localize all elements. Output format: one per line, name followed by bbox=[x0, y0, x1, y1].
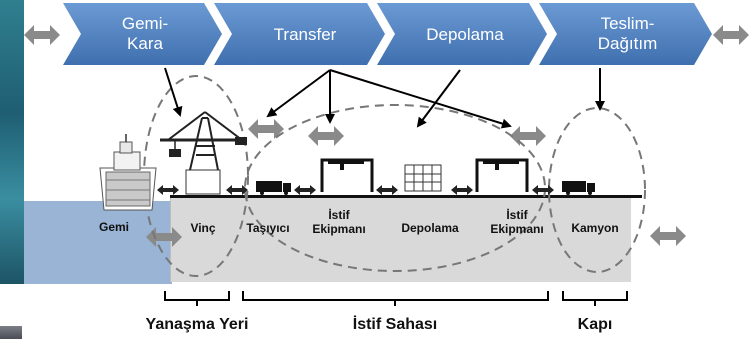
pointer-arrows bbox=[164, 67, 605, 129]
label-istif-ekipmani-1: İstif Ekipmanı bbox=[304, 208, 374, 236]
double-arrow-icon bbox=[157, 185, 179, 195]
label-line: Ekipmanı bbox=[490, 222, 544, 236]
crane-icon bbox=[160, 111, 247, 195]
chevron-gemi-kara bbox=[63, 3, 222, 65]
double-arrow-icon bbox=[451, 185, 473, 195]
double-arrow-icon bbox=[308, 126, 344, 146]
sea-photo-strip bbox=[0, 0, 24, 284]
step-label-line: Kara bbox=[127, 34, 163, 53]
zone-label-kapi: Kapı bbox=[577, 316, 613, 333]
chevron-transfer bbox=[214, 3, 385, 65]
water-area bbox=[24, 201, 172, 284]
step-label-line: Transfer bbox=[273, 25, 337, 44]
double-arrow-icon bbox=[146, 227, 182, 247]
chevron-depolama bbox=[377, 3, 547, 65]
double-arrow-icon bbox=[294, 185, 316, 195]
container-stack-icon bbox=[404, 164, 442, 192]
step-label-transfer: Transfer bbox=[240, 25, 370, 45]
step-label-line: Gemi- bbox=[121, 14, 169, 33]
zone-brackets bbox=[164, 291, 628, 306]
quay-edge bbox=[170, 195, 642, 198]
label-tasiyici: Taşıyıcı bbox=[246, 221, 290, 235]
step-label-teslim-dagitim: Teslim- Dağıtım bbox=[560, 14, 695, 54]
step-label-depolama: Depolama bbox=[400, 25, 530, 45]
double-arrow-icon bbox=[24, 25, 60, 45]
zone-label-istif-sahasi: İstif Sahası bbox=[352, 316, 438, 333]
step-label-line: Dağıtım bbox=[597, 34, 658, 53]
truck-icon bbox=[256, 181, 291, 195]
label-line: İstif bbox=[506, 208, 528, 222]
label-line: Ekipmanı bbox=[312, 222, 366, 236]
label-vinc: Vinç bbox=[190, 221, 216, 235]
label-gemi: Gemi bbox=[98, 220, 129, 234]
sea-photo-corner bbox=[0, 326, 22, 339]
quay-area bbox=[170, 196, 631, 282]
double-arrow-icon bbox=[713, 25, 749, 45]
straddle-carrier-icon bbox=[475, 158, 529, 192]
label-istif-ekipmani-2: İstif Ekipmanı bbox=[480, 208, 554, 236]
zone-label-yanasma: Yanaşma Yeri bbox=[145, 316, 249, 333]
label-depolama: Depolama bbox=[401, 221, 459, 235]
truck-icon bbox=[562, 181, 595, 195]
step-label-line: Depolama bbox=[426, 25, 504, 44]
straddle-carrier-icon bbox=[320, 158, 374, 192]
double-arrow-icon bbox=[510, 126, 546, 146]
double-arrow-icon bbox=[376, 185, 398, 195]
chevron-teslim-dagitim bbox=[539, 3, 712, 65]
label-line: İstif bbox=[328, 208, 350, 222]
step-label-gemi-kara: Gemi- Kara bbox=[90, 14, 200, 54]
step-label-line: Teslim- bbox=[600, 14, 655, 33]
label-kamyon: Kamyon bbox=[571, 221, 619, 235]
double-arrow-icon bbox=[650, 226, 686, 246]
ship-icon bbox=[99, 134, 157, 211]
ellipse-teslim bbox=[548, 107, 646, 273]
double-arrow-icon bbox=[532, 185, 554, 195]
